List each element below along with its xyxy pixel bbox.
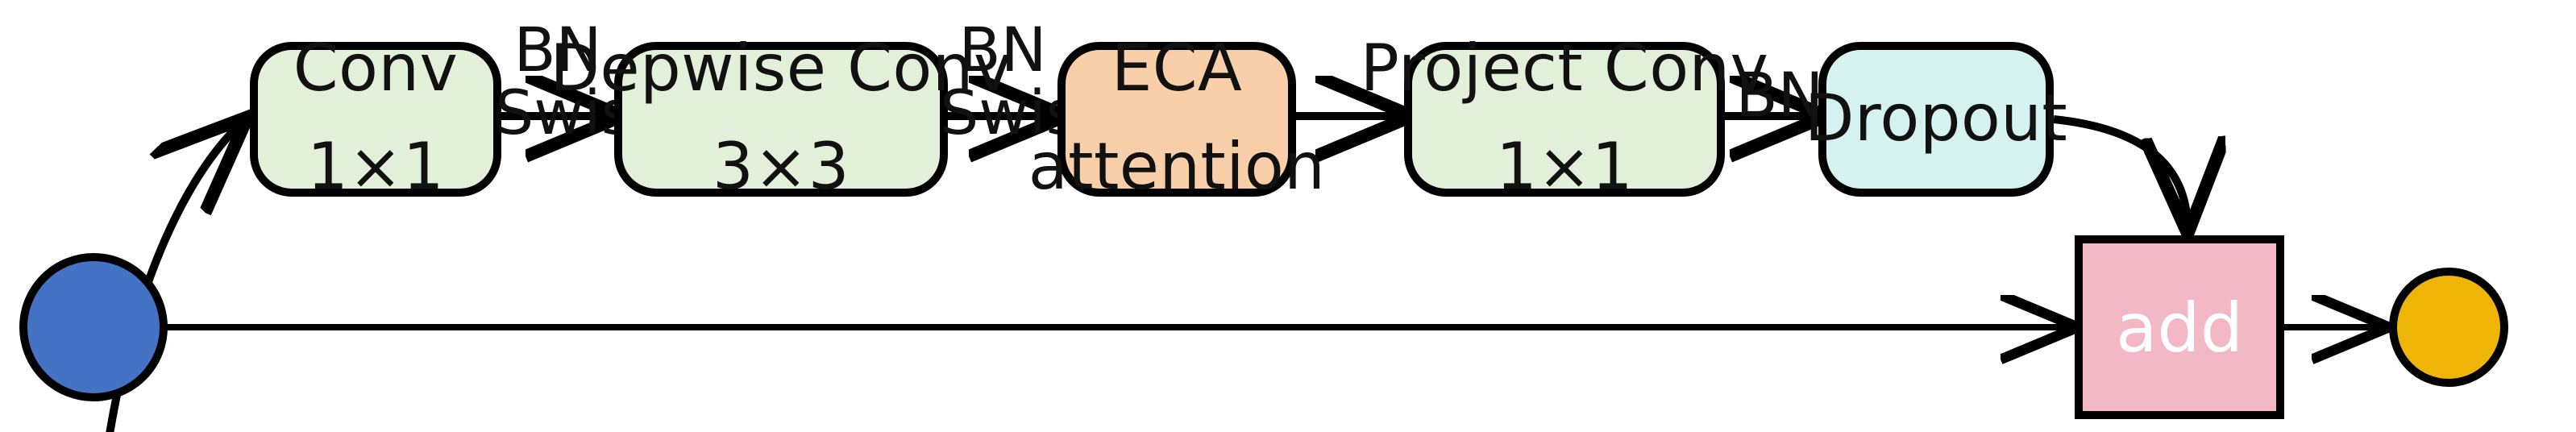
output-node[interactable] — [2389, 268, 2508, 387]
node-dropout-label: Dropout — [1804, 81, 2068, 156]
node-conv-1x1[interactable]: Conv 1×1 — [250, 34, 501, 204]
node-depwise-conv-line-2: 3×3 — [712, 131, 850, 205]
edge-label-bn-3: BN — [1735, 64, 1825, 127]
node-conv-1x1-line-1: Conv — [293, 32, 459, 107]
node-eca-line-1: ECA — [1111, 32, 1243, 107]
edge-label-bn-swish-2: BN Swish — [940, 15, 1116, 144]
node-project-conv-1x1[interactable]: Project Conv 1×1 — [1361, 34, 1768, 204]
edge-label-bn-3-text: BN — [1735, 60, 1824, 131]
edge-label-bn-1: BN — [513, 15, 602, 85]
node-eca-attention[interactable]: ECA attention — [1028, 34, 1325, 204]
edge-dropout-to-add — [2053, 115, 2188, 226]
node-dropout[interactable]: Dropout — [1805, 42, 2067, 197]
node-add-label: add — [2115, 288, 2244, 367]
node-project-conv-line-2: 1×1 — [1495, 131, 1633, 205]
node-add[interactable]: add — [2075, 235, 2284, 419]
node-project-conv-line-1: Project Conv — [1360, 32, 1769, 107]
node-depwise-conv-3x3[interactable]: Depwise Conv 3×3 — [550, 34, 1012, 204]
input-node[interactable] — [19, 253, 168, 401]
node-depwise-conv-line-1: Depwise Conv — [550, 32, 1012, 107]
edge-label-bn-2: BN — [958, 15, 1047, 85]
node-eca-line-2: attention — [1028, 131, 1326, 205]
node-conv-1x1-line-2: 1×1 — [306, 131, 444, 205]
